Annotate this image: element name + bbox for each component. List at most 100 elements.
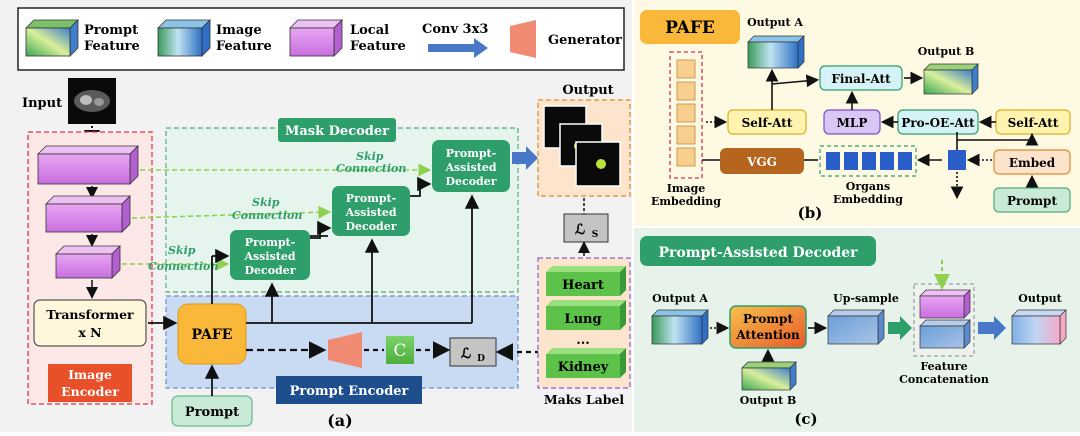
svg-text:Concatenation: Concatenation xyxy=(899,373,989,386)
output-b-label-c: Output B xyxy=(740,394,797,407)
svg-text:Feature: Feature xyxy=(350,39,406,54)
transformer-block xyxy=(33,299,147,347)
prompt-label-a: Prompt xyxy=(185,405,239,420)
encoder-block-2 xyxy=(45,195,131,233)
pro-oe-att-label: Pro-OE-Att xyxy=(901,116,975,130)
prompt-assisted-decoder-3: Prompt- Assisted Decoder xyxy=(432,140,510,192)
prompt-feature-icon xyxy=(25,19,79,57)
loss-s-box xyxy=(563,213,609,243)
svg-text:Embedding: Embedding xyxy=(833,193,903,206)
concat-upsampled-cube xyxy=(919,319,971,349)
svg-text:Feature: Feature xyxy=(84,39,140,54)
prompt-attention-block xyxy=(729,305,807,349)
input-label: Input xyxy=(22,96,62,111)
svg-text:S: S xyxy=(592,230,599,240)
pafe-label: PAFE xyxy=(192,327,233,343)
pad-title: Prompt-Assisted Decoder xyxy=(659,245,859,261)
mask-decoder-title-box xyxy=(278,118,396,142)
prompt-encoder-title-box xyxy=(276,376,422,404)
image-embedding-region xyxy=(669,51,703,179)
prompt-assisted-decoder-1: Prompt- Assisted Decoder xyxy=(230,230,310,280)
svg-text:Embedding: Embedding xyxy=(651,195,721,208)
embed-label: Embed xyxy=(1009,156,1056,170)
output-label-c: Output xyxy=(1018,292,1062,305)
embed-block xyxy=(993,149,1071,175)
image-embedding-label: Image xyxy=(667,182,706,195)
svg-text:Assisted: Assisted xyxy=(243,250,295,263)
transformer-label: Transformer xyxy=(46,307,134,322)
svg-text:Lung: Lung xyxy=(564,312,601,327)
up-sample-label: Up-sample xyxy=(833,292,899,305)
svg-text:Prompt-: Prompt- xyxy=(446,147,496,160)
svg-text:Prompt-: Prompt- xyxy=(346,192,396,205)
encoder-block-3 xyxy=(55,245,121,279)
prompt-attention-label: Prompt xyxy=(743,312,793,326)
pafe-title-box xyxy=(640,10,740,44)
svg-text:Connection: Connection xyxy=(232,209,302,222)
svg-text:D: D xyxy=(477,354,485,364)
conv-arrow-icon xyxy=(428,38,488,58)
legend-generator: Generator xyxy=(548,33,622,48)
encoder-block-1 xyxy=(37,145,139,185)
label-kidney: Kidney xyxy=(546,348,626,378)
output-a-label-b: Output A xyxy=(747,16,803,29)
output-a-label-c: Output A xyxy=(652,292,708,305)
output-a-cube-c xyxy=(651,309,709,345)
self-att-block-1 xyxy=(727,109,807,135)
legend-local-feature: Local xyxy=(350,23,389,38)
svg-text:Skip: Skip xyxy=(252,196,280,209)
self-att-label-1: Self-Att xyxy=(742,116,793,130)
caption-c: (c) xyxy=(794,410,817,428)
output-label: Output xyxy=(562,83,613,98)
svg-text:Encoder: Encoder xyxy=(61,384,119,399)
svg-text:Skip: Skip xyxy=(168,244,196,257)
label-ellipsis: ... xyxy=(576,333,590,348)
svg-text:x N: x N xyxy=(78,325,101,340)
pafe-title: PAFE xyxy=(665,18,715,38)
loss-d-box xyxy=(449,337,497,367)
vgg-label: VGG xyxy=(746,155,777,169)
svg-text:Connection: Connection xyxy=(336,162,406,175)
label-heart: Heart xyxy=(546,266,626,296)
output-conv-arrow xyxy=(512,146,538,170)
prompt-token xyxy=(948,150,966,170)
feature-concat-label: Feature xyxy=(920,360,967,373)
image-feature-icon xyxy=(157,19,211,57)
c-block xyxy=(386,336,414,364)
skip-connection-2 xyxy=(131,205,332,219)
legend-prompt-feature: Prompt xyxy=(84,23,138,38)
output-b-cube-c xyxy=(741,361,797,391)
output-b-cube-b xyxy=(923,63,979,95)
local-feature-icon xyxy=(289,19,343,57)
svg-text:Assisted: Assisted xyxy=(344,206,396,219)
up-sample-cube xyxy=(827,309,885,345)
pad-title-box xyxy=(640,236,876,266)
svg-text:Kidney: Kidney xyxy=(558,360,609,375)
svg-text:Decoder: Decoder xyxy=(445,175,496,188)
organs-embedding-tokens xyxy=(826,152,912,170)
organs-embedding-label: Organs xyxy=(846,180,890,193)
loss-d-label: ℒ xyxy=(461,346,471,362)
label-lung: Lung xyxy=(546,300,626,330)
prompt-encoder-title: Prompt Encoder xyxy=(290,384,409,399)
legend-image-feature: Image xyxy=(216,23,262,38)
image-encoder-label: Image xyxy=(68,367,112,382)
svg-text:Assisted: Assisted xyxy=(444,161,496,174)
mlp-label: MLP xyxy=(837,116,868,130)
prompt-assisted-decoder-2: Prompt- Assisted Decoder xyxy=(332,186,410,236)
svg-text:Heart: Heart xyxy=(562,278,604,293)
output-conv-arrow-c xyxy=(978,316,1006,340)
caption-b: (b) xyxy=(798,204,823,222)
svg-text:Prompt-: Prompt- xyxy=(245,236,295,249)
concat-local-cube xyxy=(919,289,971,319)
maks-label-caption: Maks Label xyxy=(544,392,625,407)
svg-text:Decoder: Decoder xyxy=(244,264,295,277)
generator-icon xyxy=(510,20,536,58)
prompt-label-b: Prompt xyxy=(1007,194,1057,208)
svg-text:Decoder: Decoder xyxy=(345,220,396,233)
output-b-label-b: Output B xyxy=(918,45,975,58)
mask-decoder-title: Mask Decoder xyxy=(285,124,389,139)
self-att-label-2: Self-Att xyxy=(1008,116,1059,130)
